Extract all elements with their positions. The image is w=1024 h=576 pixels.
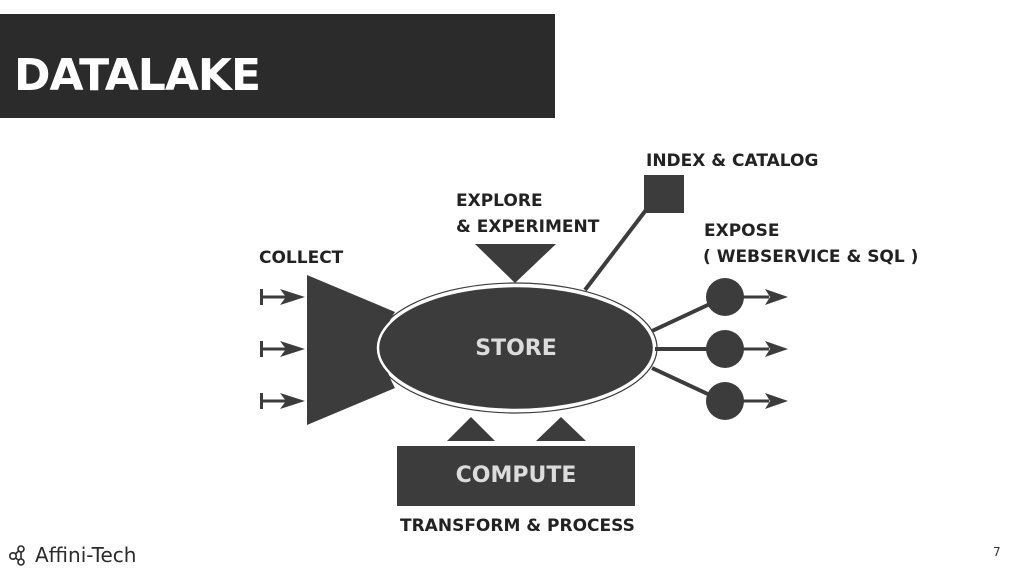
explore-triangle (475, 244, 556, 283)
expose-label-line2: ( WEBSERVICE & SQL ) (703, 247, 918, 267)
input-arrow (260, 393, 305, 409)
store-label: STORE (475, 336, 557, 361)
expose-node (706, 330, 788, 368)
expose-label-line1: EXPOSE (704, 221, 780, 241)
store-ellipse (376, 284, 656, 412)
company-logo: Affini-Tech (8, 540, 136, 570)
index-catalog-label: INDEX & CATALOG (646, 151, 818, 171)
expose-outputs (651, 278, 788, 420)
compute-label: COMPUTE (456, 463, 577, 488)
slide-title: DATALAKE (14, 50, 261, 101)
collect-label: COLLECT (259, 248, 344, 268)
compute-triangle-right (536, 417, 586, 441)
expose-node (706, 382, 788, 420)
input-arrow (260, 289, 305, 305)
explore-label-line2: & EXPERIMENT (456, 217, 600, 237)
collect-funnel (307, 275, 395, 425)
compute-triangle-left (447, 417, 495, 441)
expose-node (706, 278, 788, 316)
page-number: 7 (993, 545, 1001, 559)
collect-input-arrows (260, 289, 305, 409)
compute-box (397, 446, 635, 506)
network-nodes-icon (8, 545, 25, 566)
logo-text: Affini-Tech (35, 543, 137, 567)
title-bar: DATALAKE (0, 14, 555, 118)
index-connector-line (583, 208, 648, 292)
explore-label-line1: EXPLORE (456, 191, 543, 211)
transform-label: TRANSFORM & PROCESS (400, 516, 635, 536)
index-catalog-square (644, 175, 684, 213)
input-arrow (260, 341, 305, 357)
